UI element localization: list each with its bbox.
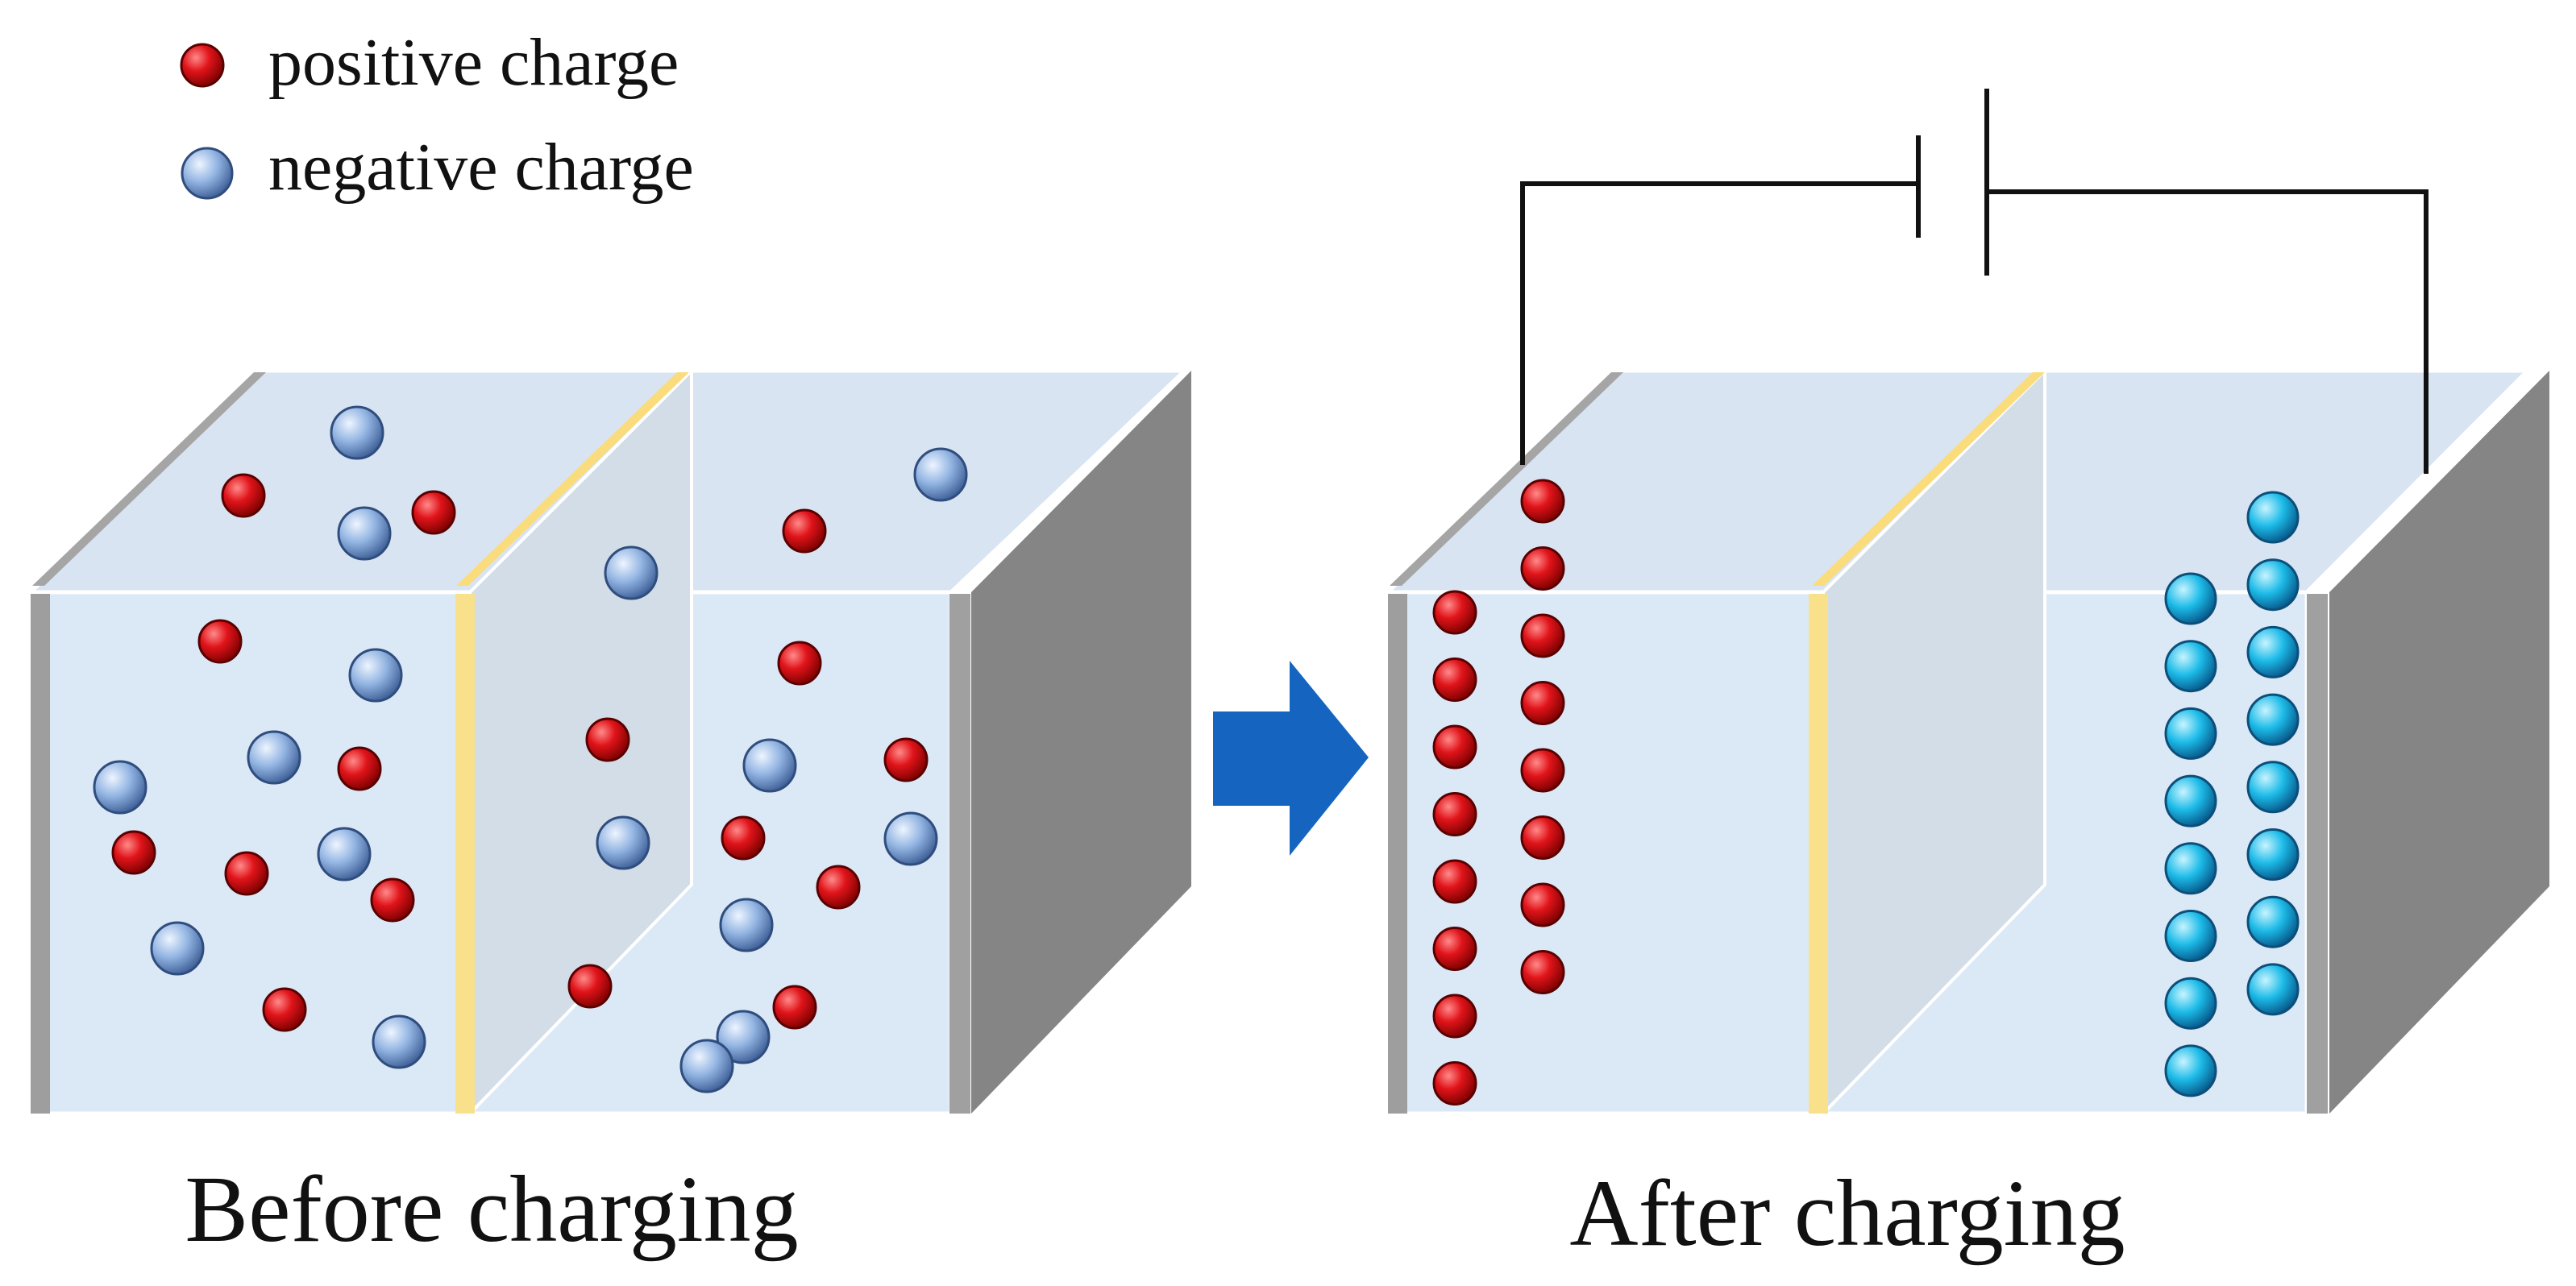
left-electrode-plate xyxy=(1388,594,1407,1114)
negative-charge-legend-label: negative charge xyxy=(268,130,694,205)
positive-charge xyxy=(1520,882,1565,927)
positive-charge xyxy=(111,830,156,875)
negative-charge xyxy=(2246,895,2300,948)
positive-charge xyxy=(567,964,613,1009)
negative-charge xyxy=(2246,625,2300,678)
negative-charge xyxy=(337,506,392,561)
positive-charge xyxy=(585,717,630,762)
negative-charge xyxy=(348,648,403,703)
positive-charge xyxy=(411,490,456,535)
positive-charge xyxy=(1432,927,1477,971)
positive-charge xyxy=(1520,815,1565,860)
left-electrode-top-edge xyxy=(1390,372,1623,586)
positive-charge xyxy=(197,619,243,664)
negative-charge xyxy=(2164,774,2217,828)
circuit-wire-left xyxy=(1520,181,1917,465)
positive-charge xyxy=(1520,613,1565,658)
separator-strip xyxy=(1809,594,1828,1114)
negative-charge xyxy=(2164,707,2217,760)
negative-charge xyxy=(596,815,650,870)
negative-charge xyxy=(913,447,968,502)
positive-charge xyxy=(1520,748,1565,793)
right-end-face xyxy=(971,371,1191,1114)
positive-charge xyxy=(1432,792,1477,836)
external-circuit xyxy=(1520,89,2429,474)
negative-charge xyxy=(716,1010,771,1064)
cell-after-charging xyxy=(1382,367,2549,1118)
negative-charge xyxy=(679,1039,734,1093)
positive-charge xyxy=(224,851,269,896)
positive-charge xyxy=(782,508,827,554)
negative-charge xyxy=(2164,640,2217,693)
positive-charge xyxy=(1520,546,1565,591)
particles-before-charging xyxy=(93,405,968,1093)
positive-charge xyxy=(1432,994,1477,1039)
negative-charge xyxy=(317,827,372,882)
right-electrode-plate xyxy=(2307,594,2328,1114)
separator-strip xyxy=(455,594,475,1114)
negative-charge xyxy=(604,546,659,600)
negative-charge xyxy=(2164,572,2217,625)
negative-charge xyxy=(719,898,774,952)
negative-charge xyxy=(2246,558,2300,612)
positive-charge xyxy=(1432,859,1477,904)
positive-charge xyxy=(370,877,415,923)
positive-charge xyxy=(337,746,382,791)
positive-charge-legend-label: positive charge xyxy=(268,25,679,100)
positive-charge xyxy=(883,737,929,782)
caption-after-charging: After charging xyxy=(1569,1160,2125,1266)
negative-charge xyxy=(2246,761,2300,814)
negative-charge xyxy=(2246,693,2300,746)
positive-charge xyxy=(777,641,822,686)
negative-charge xyxy=(2246,963,2300,1016)
positive-charge xyxy=(1520,479,1565,524)
negative-charge xyxy=(150,921,205,976)
particles-after-charging xyxy=(1432,479,2300,1106)
negative-charge xyxy=(2164,910,2217,962)
cell-before-charging xyxy=(25,367,1191,1118)
positive-charge xyxy=(1432,590,1477,635)
right-end-face xyxy=(2329,371,2549,1114)
negative-charge xyxy=(2164,1044,2217,1097)
positive-charge xyxy=(816,865,861,910)
positive-charge xyxy=(262,987,307,1032)
separator-top-edge xyxy=(1812,372,2045,586)
negative-charge xyxy=(247,730,301,785)
negative-charge xyxy=(742,738,797,793)
positive-charge xyxy=(772,985,817,1030)
positive-charge xyxy=(1520,681,1565,725)
negative-charge xyxy=(2246,828,2300,881)
left-electrode-plate xyxy=(31,594,50,1114)
negative-charge xyxy=(2164,842,2217,895)
right-electrode-plate xyxy=(949,594,970,1114)
positive-charge xyxy=(1432,1061,1477,1106)
negative-charge xyxy=(93,760,147,815)
positive-charge xyxy=(1432,658,1477,702)
positive-charge xyxy=(1520,950,1565,994)
legend: positive charge negative charge xyxy=(180,25,694,205)
separator-top-edge xyxy=(456,372,689,586)
positive-charge xyxy=(1432,724,1477,770)
caption-before-charging: Before charging xyxy=(185,1156,798,1262)
negative-charge xyxy=(330,405,384,460)
positive-charge xyxy=(221,473,266,518)
positive-charge-legend-icon xyxy=(180,43,225,88)
battery-icon xyxy=(1916,89,1989,276)
circuit-wire-right xyxy=(1987,189,2429,474)
right-arrow-icon xyxy=(1213,661,1369,856)
positive-charge xyxy=(721,815,766,861)
negative-charge xyxy=(2164,977,2217,1030)
negative-charge xyxy=(2246,491,2300,544)
left-electrode-top-edge xyxy=(32,372,266,586)
negative-charge xyxy=(883,811,938,866)
negative-charge-legend-icon xyxy=(181,147,234,200)
negative-charge xyxy=(372,1014,426,1069)
